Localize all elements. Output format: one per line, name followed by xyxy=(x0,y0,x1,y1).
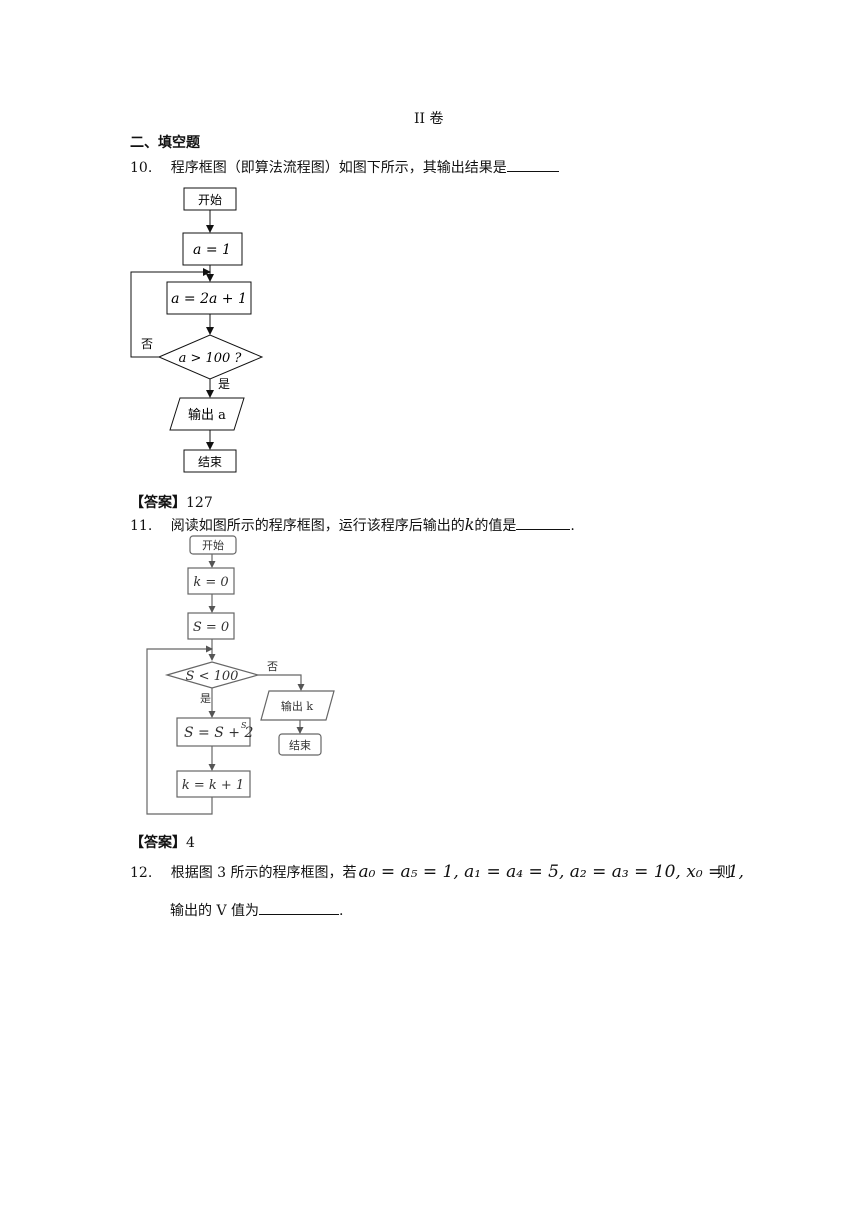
output-parallelogram xyxy=(169,397,245,431)
condition-formula: a₀ = a₅ = 1, a₁ = a₄ = 5, a₂ = a₃ = 10, … xyxy=(358,862,744,882)
question-12-line2: 输出的 V 值为. xyxy=(170,900,343,920)
question-text: 输出的 V 值为 xyxy=(170,903,260,919)
period: . xyxy=(339,903,344,919)
update-k-label: k = k + 1 xyxy=(182,778,244,793)
output-label: 输出 k xyxy=(281,699,313,713)
question-text-end: 的值是 xyxy=(474,518,517,534)
section-heading: 二、填空题 xyxy=(130,135,200,151)
update-s-exponent: S xyxy=(241,721,247,730)
flowchart-q10: 开始 a = 1 a = 2a + 1 a > 100 ? 否 是 输出 a 结… xyxy=(130,187,264,473)
init-s-label: S = 0 xyxy=(193,620,229,635)
question-text: 根据图 3 所示的程序框图，若 xyxy=(170,865,357,881)
no-label: 否 xyxy=(141,337,153,351)
output-parallelogram xyxy=(260,690,335,721)
update-label: a = 2a + 1 xyxy=(171,291,247,307)
start-label: 开始 xyxy=(202,538,224,552)
init-s-box xyxy=(187,612,235,640)
question-10: 10. 程序框图（即算法流程图）如图下所示，其输出结果是 xyxy=(130,157,559,177)
answer-blank xyxy=(516,515,571,530)
question-number: 10. xyxy=(130,160,153,176)
answer-blank xyxy=(259,900,340,915)
update-s-label: S = S + 2 xyxy=(184,725,253,741)
answer-11: 【答案】4 xyxy=(130,832,195,852)
end-label: 结束 xyxy=(198,455,222,469)
decision-label: a > 100 ? xyxy=(179,351,243,366)
answer-value: 127 xyxy=(186,495,213,511)
init-k-box xyxy=(187,567,235,595)
question-text: 阅读如图所示的程序框图，运行该程序后输出的 xyxy=(170,518,465,534)
period: . xyxy=(570,518,575,534)
end-box xyxy=(183,449,237,473)
update-box xyxy=(166,281,252,315)
answer-value: 4 xyxy=(186,835,195,851)
variable-k: k xyxy=(464,515,475,534)
init-label: a = 1 xyxy=(193,242,231,258)
yes-label: 是 xyxy=(218,377,230,391)
update-k-box xyxy=(176,770,251,798)
answer-label: 【答案】 xyxy=(130,495,186,511)
yes-label: 是 xyxy=(200,692,211,705)
question-11: 11. 阅读如图所示的程序框图，运行该程序后输出的k的值是. xyxy=(130,515,575,535)
init-box xyxy=(182,232,243,266)
init-k-label: k = 0 xyxy=(193,575,228,590)
answer-blank xyxy=(506,157,559,172)
question-number: 12. xyxy=(130,865,153,881)
answer-10: 【答案】127 xyxy=(130,492,213,512)
start-label: 开始 xyxy=(198,193,222,207)
start-box xyxy=(189,535,237,555)
answer-label: 【答案】 xyxy=(130,835,186,851)
end-box xyxy=(278,733,322,756)
decision-label: S < 100 xyxy=(186,669,239,684)
flowchart-q11: 开始 k = 0 S = 0 S < 100 否 是 输出 k 结束 S = S… xyxy=(146,535,335,815)
no-label: 否 xyxy=(267,660,278,673)
decision-diamond xyxy=(157,334,264,380)
update-s-box xyxy=(176,717,251,747)
volume-title: II 卷 xyxy=(414,111,444,127)
question-number: 11. xyxy=(130,518,153,534)
output-label: 输出 a xyxy=(188,407,226,423)
end-label: 结束 xyxy=(289,739,311,752)
question-text: 程序框图（即算法流程图）如图下所示，其输出结果是 xyxy=(170,160,507,176)
then-word: 则 xyxy=(717,865,731,881)
